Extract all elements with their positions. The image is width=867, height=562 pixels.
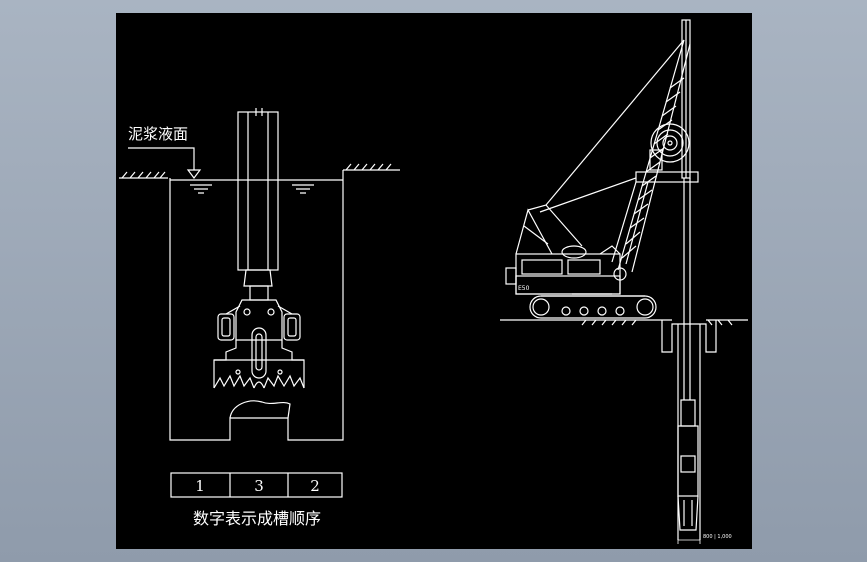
- ground-hatch-left: [121, 171, 166, 179]
- slurry-leader: [128, 147, 195, 170]
- slurry-arrow-icon: [186, 169, 202, 179]
- sequence-cell-2: 3: [254, 477, 264, 495]
- trench-section: [119, 147, 400, 441]
- soil-bump: [229, 400, 291, 419]
- grab-kelly: [237, 108, 279, 301]
- cad-drawing: 泥浆液面 1 3 2 数字表示成槽顺序 E50 800 | 1,000: [119, 19, 748, 544]
- sequence-cell-1: 1: [195, 477, 205, 495]
- slurry-level-label: 泥浆液面: [128, 125, 188, 143]
- water-mark-left: [190, 184, 212, 194]
- dimension-line: [677, 536, 701, 544]
- guide-wall: [661, 320, 717, 540]
- sequence-table: [170, 472, 343, 498]
- hydraulic-grab: [213, 299, 305, 389]
- cable-reel: [649, 123, 690, 171]
- machine-badge: E50: [518, 285, 530, 292]
- crawler-track: [529, 293, 657, 319]
- ground-hatch-right: [345, 163, 392, 171]
- sequence-cell-3: 2: [310, 477, 320, 495]
- trench-outline: [169, 170, 344, 441]
- mast-platform: [611, 171, 699, 265]
- ground-right: [500, 319, 748, 326]
- dimension-label: 800 | 1,000: [703, 534, 732, 540]
- cad-drawing-canvas[interactable]: 泥浆液面 1 3 2 数字表示成槽顺序 E50 800 | 1,000: [116, 13, 752, 549]
- grab-in-trench: [677, 399, 699, 531]
- crane-body: [505, 245, 627, 295]
- a-frame: [515, 204, 583, 255]
- leader-mast: [681, 19, 691, 400]
- water-mark-right: [292, 184, 314, 194]
- sequence-caption: 数字表示成槽顺序: [193, 509, 321, 528]
